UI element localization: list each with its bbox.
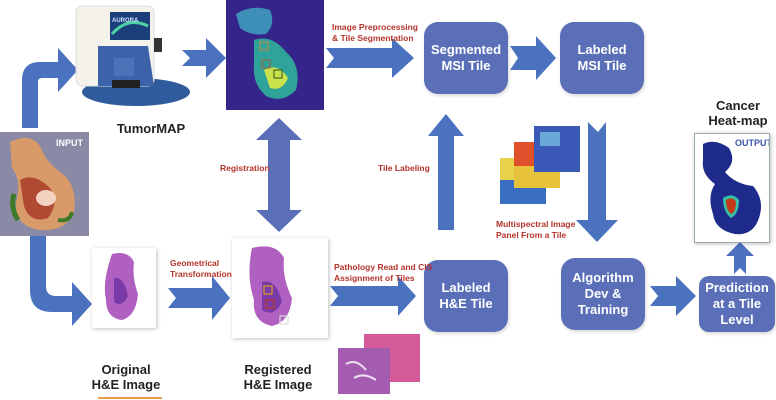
labeled-he-tile-label: Labeled H&E Tile xyxy=(439,280,493,311)
arrow-tumormap-to-msi xyxy=(182,38,226,78)
original-he-underline xyxy=(98,397,162,399)
arrow-geometrical xyxy=(168,276,230,320)
arrow-tile-labeling xyxy=(428,114,464,230)
tumormap-device-image: AURORA xyxy=(68,2,190,112)
input-tag: INPUT xyxy=(56,138,83,148)
label-multispectral: Multispectral Image Panel From a Tile xyxy=(496,219,576,240)
arrow-registration xyxy=(256,118,302,232)
arrow-msi-to-segmented xyxy=(326,38,414,78)
input-tissue-image: INPUT xyxy=(0,132,89,236)
segmented-msi-tile-label: Segmented MSI Tile xyxy=(430,42,502,73)
original-he-caption: Original H&E Image xyxy=(91,362,161,392)
label-preprocessing: Image Preprocessing & Tile Segmentation xyxy=(332,22,418,43)
arrow-labeled-msi-down xyxy=(576,122,618,242)
labeled-msi-tile-box: Labeled MSI Tile xyxy=(560,22,644,94)
labeled-he-tile-box: Labeled H&E Tile xyxy=(424,260,508,332)
algorithm-box: Algorithm Dev & Training xyxy=(561,258,645,330)
arrow-algorithm-to-prediction xyxy=(650,276,696,316)
output-tag: OUTPUT xyxy=(735,138,770,148)
prediction-label: Prediction at a Tile Level xyxy=(705,280,769,327)
heatmap-image: OUTPUT xyxy=(694,133,770,243)
segmented-msi-tile-box: Segmented MSI Tile xyxy=(424,22,508,94)
msi-image xyxy=(226,0,324,110)
algorithm-label: Algorithm Dev & Training xyxy=(572,270,634,317)
labeled-msi-tile-label: Labeled MSI Tile xyxy=(577,42,627,73)
label-pathology: Pathology Read and CIS Assignment of Til… xyxy=(334,262,433,283)
registered-he-image xyxy=(232,238,328,338)
original-he-image xyxy=(92,248,156,328)
registered-he-caption: Registered H&E Image xyxy=(243,362,313,392)
label-geometrical: Geometrical Transformation xyxy=(170,258,232,279)
heatmap-caption: Cancer Heat-map xyxy=(708,98,768,128)
arrow-input-to-original-he xyxy=(30,236,92,326)
multispectral-panel-image xyxy=(500,120,580,216)
prediction-box: Prediction at a Tile Level xyxy=(699,276,775,332)
label-registration: Registration xyxy=(220,163,270,173)
arrow-prediction-to-heatmap xyxy=(726,242,754,274)
device-screen-text: AURORA xyxy=(112,18,139,24)
arrow-segmented-to-labeled-msi xyxy=(510,36,556,80)
tumormap-caption: TumorMAP xyxy=(116,121,186,136)
label-tile-labeling: Tile Labeling xyxy=(378,163,430,173)
arrow-pathology xyxy=(330,276,416,316)
arrow-input-to-tumormap xyxy=(22,48,78,128)
he-tile-samples-image xyxy=(336,334,422,396)
